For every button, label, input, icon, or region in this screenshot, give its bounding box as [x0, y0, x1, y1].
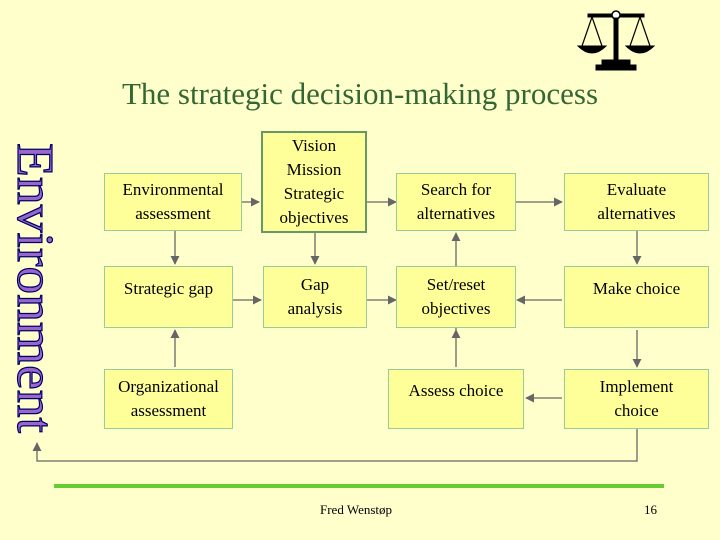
box-label: Gap analysis — [287, 275, 343, 318]
box-label: Set/reset objectives — [421, 275, 491, 318]
footer-divider — [54, 484, 664, 488]
box-make-choice: Make choice — [564, 266, 709, 328]
box-implement-choice: Implement choice — [564, 369, 709, 429]
scales-of-justice-icon — [576, 10, 656, 71]
box-environmental-assessment: Environmental assessment — [104, 173, 242, 231]
slide-title: The strategic decision-making process — [121, 76, 599, 111]
page-number: 16 — [644, 502, 657, 517]
box-gap-analysis: Gap analysis — [263, 266, 367, 328]
environment-label-text: Environment — [6, 143, 63, 434]
box-label: Search for alternatives — [416, 180, 496, 223]
box-label: Assess choice — [408, 381, 504, 400]
box-label: Make choice — [592, 279, 681, 298]
box-label: Environmental assessment — [122, 180, 224, 223]
box-set-reset-objectives: Set/reset objectives — [396, 266, 516, 328]
box-label: Evaluate alternatives — [597, 180, 676, 223]
box-label: Vision Mission Strategic objectives — [279, 136, 349, 227]
environment-vertical-label: Environment — [6, 142, 64, 434]
box-label: Organizational assessment — [118, 377, 219, 420]
footer-author: Fred Wenstøp — [320, 502, 393, 517]
box-organizational-assessment: Organizational assessment — [104, 369, 233, 429]
box-strategic-gap: Strategic gap — [104, 266, 233, 328]
box-assess-choice: Assess choice — [388, 369, 524, 429]
box-vision-mission-objectives: Vision Mission Strategic objectives — [261, 131, 367, 233]
box-label: Implement choice — [599, 377, 674, 420]
box-label: Strategic gap — [123, 279, 214, 298]
box-search-for-alternatives: Search for alternatives — [396, 173, 516, 231]
box-evaluate-alternatives: Evaluate alternatives — [564, 173, 709, 231]
